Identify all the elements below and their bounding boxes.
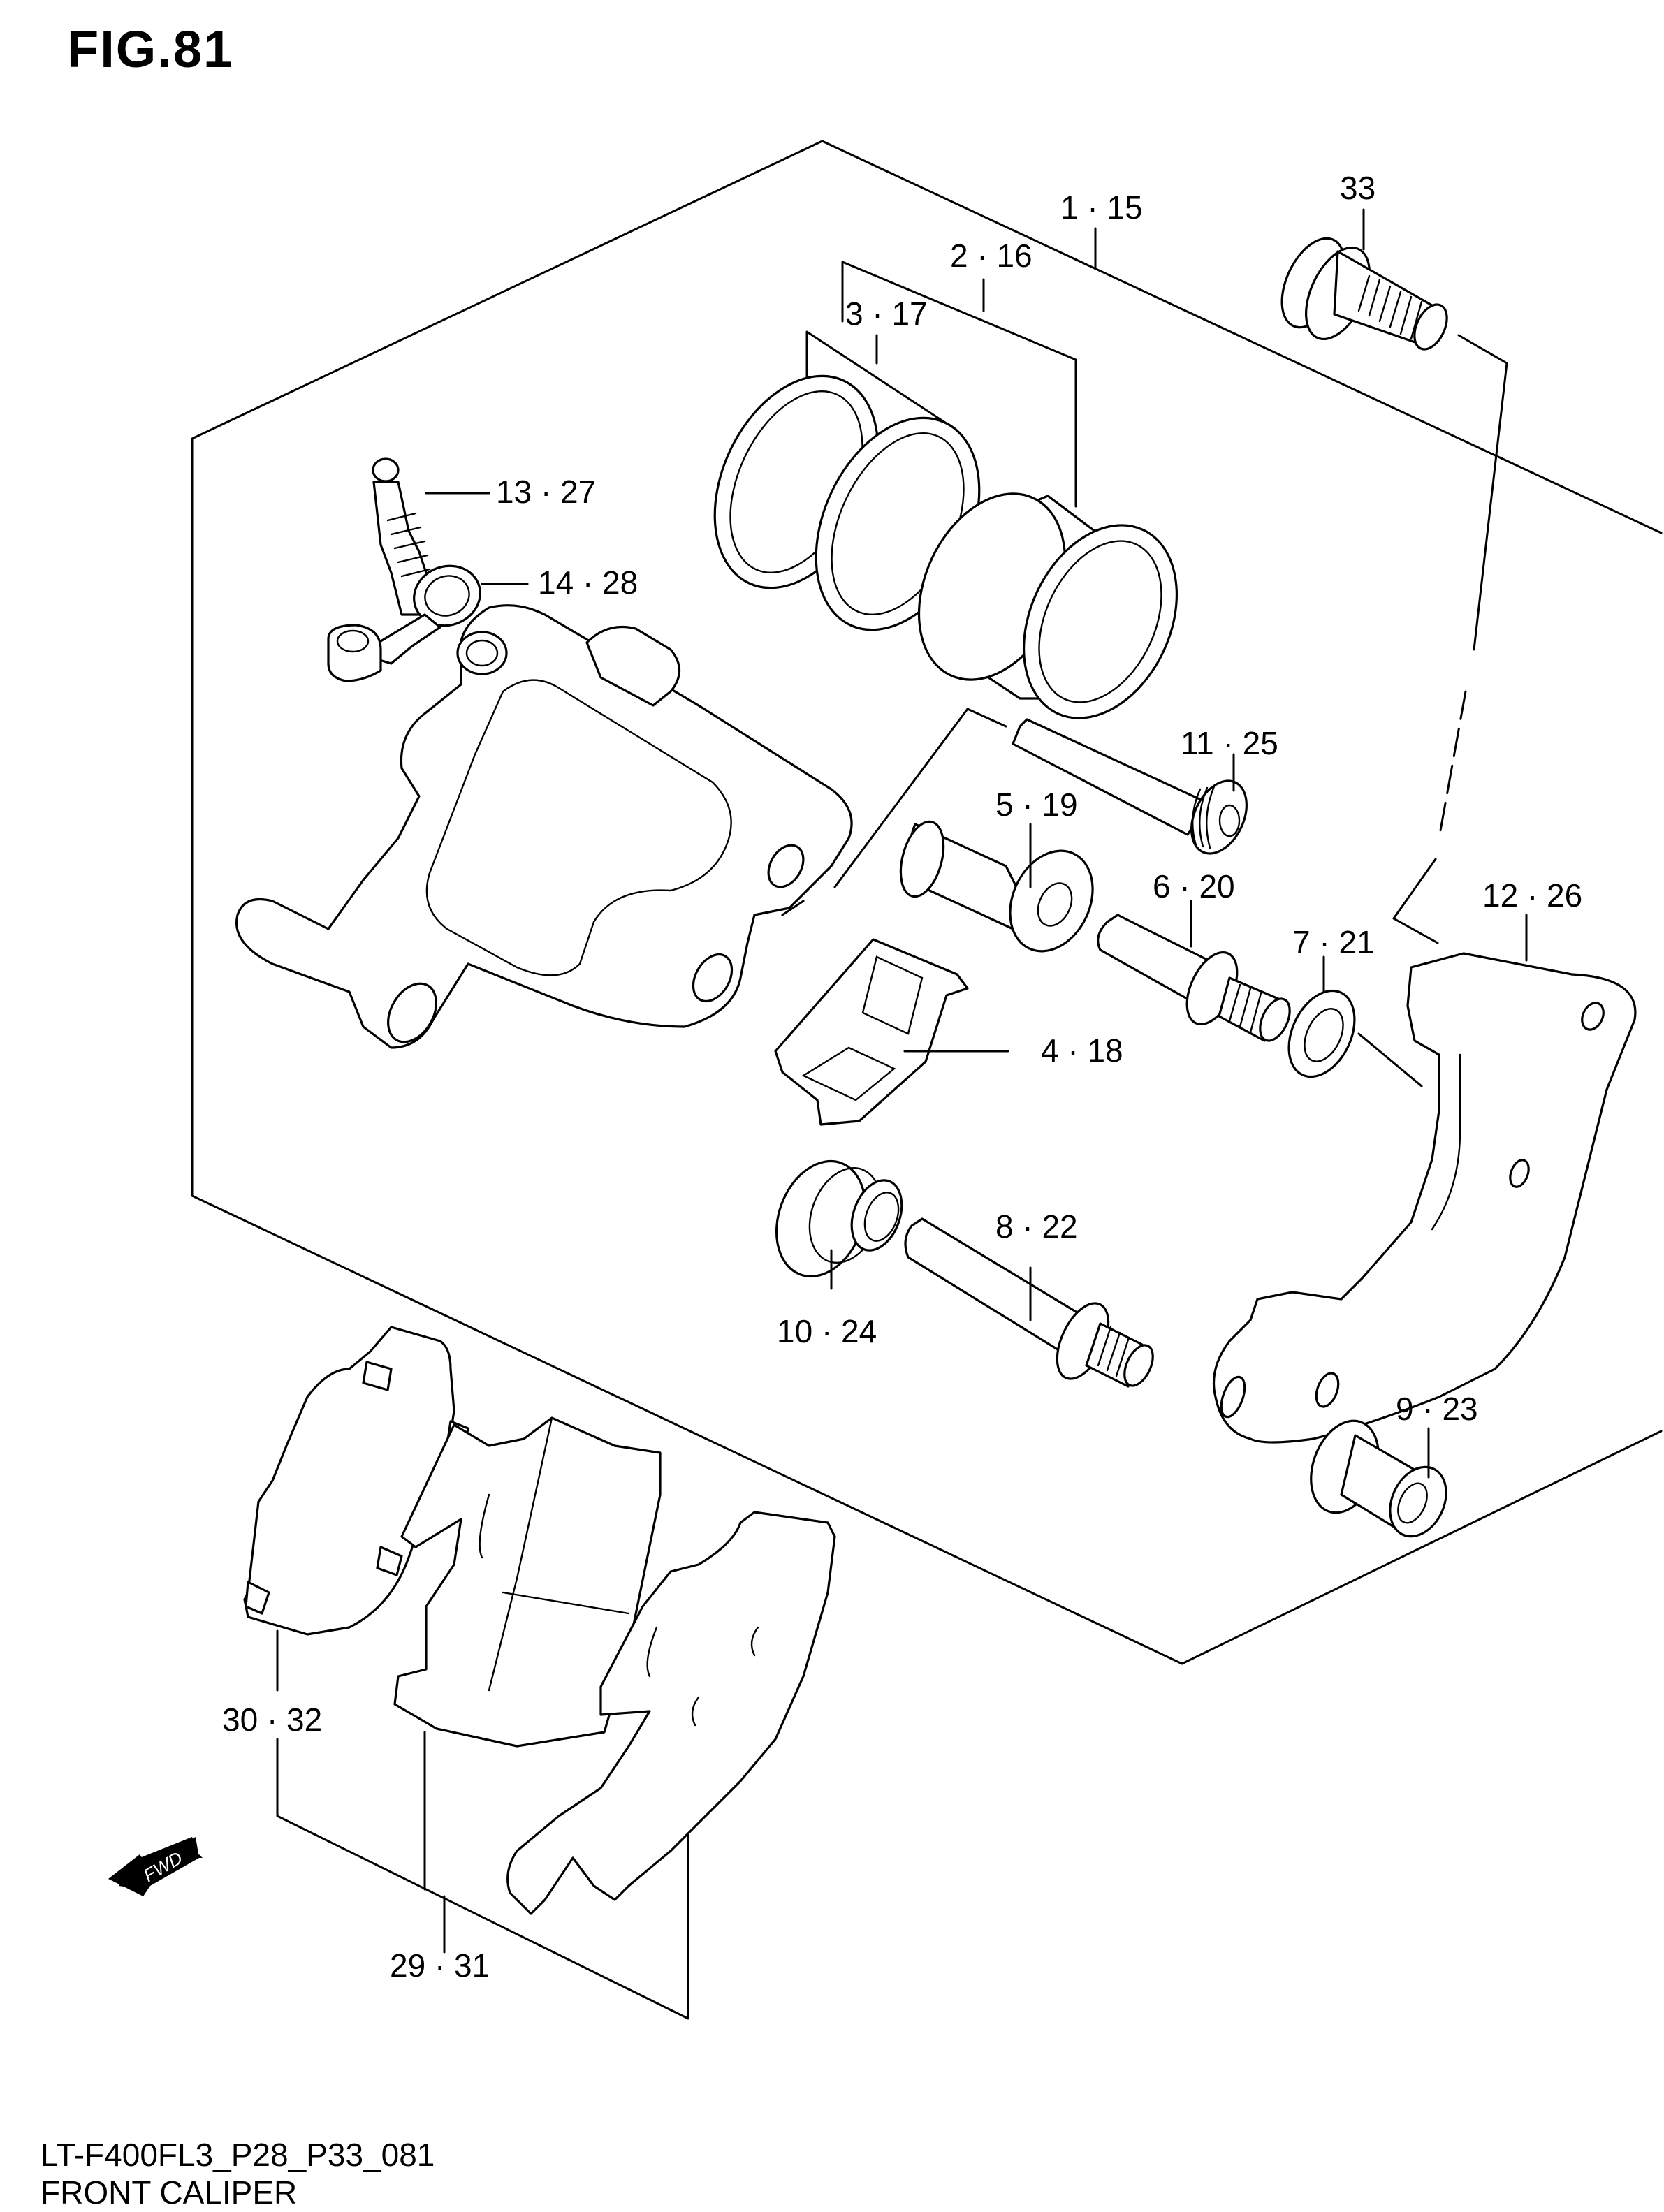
callout-29-31: 29 · 31 [390,1947,490,1984]
callout-3-17: 3 · 17 [845,295,928,332]
pad-30-bracket [276,1738,689,2020]
callout-9-23: 9 · 23 [1396,1391,1478,1427]
sleeve-boot[interactable] [893,817,1109,965]
brake-pad-outer[interactable] [243,1326,469,1636]
pin-11-leader-stub [781,900,805,916]
caliper-body[interactable] [235,604,853,1050]
callout-labels: 1 · 15 2 · 16 3 · 17 33 13 · 27 14 · 28 … [222,170,1582,1984]
callout-12-26: 12 · 26 [1482,877,1582,914]
drawing-name: FRONT CALIPER [41,2174,298,2211]
caliper-holder[interactable] [1212,952,1637,1444]
pin-11-leader [833,708,1007,888]
callout-10-24: 10 · 24 [777,1313,877,1349]
callout-leaders [425,208,1528,1479]
bleeder-cap[interactable] [327,557,488,682]
callout-33: 33 [1340,170,1375,206]
callout-14-28: 14 · 28 [538,564,638,601]
callout-4-18: 4 · 18 [1041,1032,1123,1069]
flange-bolt[interactable] [1269,228,1454,354]
callout-8-22: 8 · 22 [995,1208,1078,1245]
callout-1-15: 1 · 15 [1060,189,1143,226]
shim-plate[interactable] [506,1511,836,1915]
slide-pin[interactable] [1097,914,1296,1046]
callout-7-21: 7 · 21 [1292,924,1375,960]
brake-pad-inner[interactable] [393,1416,662,1748]
drawing-code: LT-F400FL3_P28_P33_081 [41,2137,435,2173]
fwd-arrow-icon: FWD [108,1837,203,1896]
assembly-frame [191,140,1663,1197]
bolt-33-leader-end [1392,858,1437,920]
washer[interactable] [1276,980,1367,1087]
assembly-frame-bottom [191,1194,1663,1665]
bolt-33-dashed-leader [1438,690,1467,840]
bolt-33-leader [1457,334,1508,651]
pad-spring[interactable] [774,938,969,1126]
callout-30-32: 30 · 32 [222,1701,322,1738]
callout-11-25: 11 · 25 [1181,725,1278,761]
callout-2-16: 2 · 16 [950,237,1032,274]
callout-6-20: 6 · 20 [1153,868,1235,904]
callout-13-27: 13 · 27 [496,474,596,510]
slide-pin-2[interactable] [904,1217,1159,1390]
pad-mounting-pin[interactable] [1012,718,1257,863]
callout-5-19: 5 · 19 [995,786,1078,823]
boot[interactable] [761,1149,911,1289]
washer-leader [1357,1032,1423,1087]
figure-title: FIG.81 [67,20,234,78]
piston[interactable] [891,470,1206,743]
bolt-33-leader-hook [1392,917,1439,944]
piston-set-bracket [841,261,1077,508]
sleeve[interactable] [1299,1412,1457,1546]
